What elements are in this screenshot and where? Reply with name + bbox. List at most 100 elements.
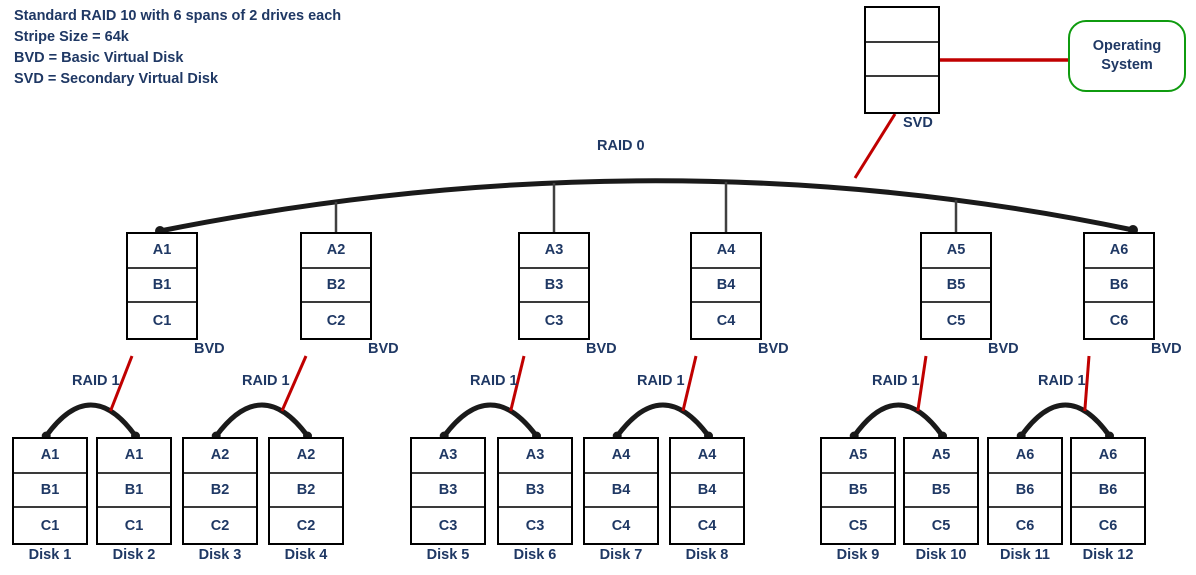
disk-box-4-cell-1: A2 bbox=[270, 439, 342, 474]
disk-label-11: Disk 11 bbox=[1000, 547, 1050, 563]
bvd-box-1-cell-1: A1 bbox=[128, 234, 196, 269]
disk-label-6: Disk 6 bbox=[513, 547, 557, 563]
bvd-box-6-cell-3: C6 bbox=[1085, 303, 1153, 339]
bvd-box-6-cell-2: B6 bbox=[1085, 268, 1153, 304]
disk-box-1-cell-2: B1 bbox=[14, 473, 86, 509]
bvd-to-raid1-link-4 bbox=[681, 355, 698, 412]
disk-box-3-cell-2: B2 bbox=[184, 473, 256, 509]
disk-label-10: Disk 10 bbox=[915, 547, 967, 563]
bvd-box-2-cell-3: C2 bbox=[302, 303, 370, 339]
disk-box-2-cell-1: A1 bbox=[98, 439, 170, 474]
raid0-label: RAID 0 bbox=[597, 138, 645, 154]
legend-line-4: SVD = Secondary Virtual Disk bbox=[14, 71, 219, 87]
bvd-label-1: BVD bbox=[194, 341, 225, 357]
svd-box[interactable] bbox=[864, 6, 940, 114]
disk-box-9-cell-3: C5 bbox=[822, 508, 894, 544]
bvd-box-4-cell-3: C4 bbox=[692, 303, 760, 339]
raid1-arc-3 bbox=[441, 402, 540, 439]
legend-line-1: Standard RAID 10 with 6 spans of 2 drive… bbox=[14, 8, 342, 24]
bvd-box-4-cell-2: B4 bbox=[692, 268, 760, 304]
disk-box-2-cell-2: B1 bbox=[98, 473, 170, 509]
disk-box-8-cell-3: C4 bbox=[671, 508, 743, 544]
raid1-label-6: RAID 1 bbox=[1038, 373, 1086, 389]
disk-label-4: Disk 4 bbox=[284, 547, 328, 563]
legend-line-3: BVD = Basic Virtual Disk bbox=[14, 50, 184, 66]
bvd-label-4: BVD bbox=[758, 341, 789, 357]
bvd-label-5: BVD bbox=[988, 341, 1019, 357]
disk-box-10-cell-1: A5 bbox=[905, 439, 977, 474]
bvd-label-3: BVD bbox=[586, 341, 617, 357]
raid1-label-2: RAID 1 bbox=[242, 373, 290, 389]
legend-block: Standard RAID 10 with 6 spans of 2 drive… bbox=[14, 6, 341, 90]
disk-box-4-cell-3: C2 bbox=[270, 508, 342, 544]
svd-label: SVD bbox=[903, 115, 933, 131]
disk-box-11-cell-2: B6 bbox=[989, 473, 1061, 509]
disk-box-3-cell-3: C2 bbox=[184, 508, 256, 544]
disk-label-3: Disk 3 bbox=[198, 547, 242, 563]
bvd-box-3-cell-1: A3 bbox=[520, 234, 588, 269]
bvd-box-5-cell-2: B5 bbox=[922, 268, 990, 304]
disk-label-1: Disk 1 bbox=[28, 547, 72, 563]
bvd-box-2-cell-1: A2 bbox=[302, 234, 370, 269]
bvd-box-1-cell-2: B1 bbox=[128, 268, 196, 304]
disk-box-5-cell-3: C3 bbox=[412, 508, 484, 544]
bvd-box-1-cell-3: C1 bbox=[128, 303, 196, 339]
raid1-arc-1 bbox=[43, 402, 139, 439]
disk-label-5: Disk 5 bbox=[426, 547, 470, 563]
disk-box-2-cell-3: C1 bbox=[98, 508, 170, 544]
svd-cell-3 bbox=[866, 77, 938, 113]
os-label-line-2: System bbox=[1101, 57, 1153, 73]
raid1-label-5: RAID 1 bbox=[872, 373, 920, 389]
operating-system-node[interactable]: Operating System bbox=[1068, 20, 1186, 92]
svd-cell-1 bbox=[866, 8, 938, 43]
os-label-line-1: Operating bbox=[1092, 38, 1162, 54]
disk-label-7: Disk 7 bbox=[599, 547, 643, 563]
bvd-label-6: BVD bbox=[1151, 341, 1182, 357]
raid1-arc-2 bbox=[213, 402, 311, 439]
legend-line-2: Stripe Size = 64k bbox=[14, 29, 129, 45]
disk-box-8-cell-2: B4 bbox=[671, 473, 743, 509]
disk-box-12-cell-1: A6 bbox=[1072, 439, 1144, 474]
bvd-box-5-cell-1: A5 bbox=[922, 234, 990, 269]
raid1-arc-6 bbox=[1018, 402, 1113, 439]
bvd-box-6-cell-1: A6 bbox=[1085, 234, 1153, 269]
disk-box-5-cell-2: B3 bbox=[412, 473, 484, 509]
bvd-box-5-cell-3: C5 bbox=[922, 303, 990, 339]
disk-box-11-cell-3: C6 bbox=[989, 508, 1061, 544]
disk-box-9-cell-2: B5 bbox=[822, 473, 894, 509]
bvd-box-3-cell-2: B3 bbox=[520, 268, 588, 304]
disk-label-8: Disk 8 bbox=[685, 547, 729, 563]
disk-box-5-cell-1: A3 bbox=[412, 439, 484, 474]
disk-box-7-cell-3: C4 bbox=[585, 508, 657, 544]
raid1-label-4: RAID 1 bbox=[637, 373, 685, 389]
bvd-box-3-cell-3: C3 bbox=[520, 303, 588, 339]
disk-box-9-cell-1: A5 bbox=[822, 439, 894, 474]
disk-box-7-cell-1: A4 bbox=[585, 439, 657, 474]
disk-box-10-cell-2: B5 bbox=[905, 473, 977, 509]
disk-box-1-cell-3: C1 bbox=[14, 508, 86, 544]
disk-label-9: Disk 9 bbox=[836, 547, 880, 563]
disk-box-1-cell-1: A1 bbox=[14, 439, 86, 474]
disk-box-12-cell-3: C6 bbox=[1072, 508, 1144, 544]
disk-box-11-cell-1: A6 bbox=[989, 439, 1061, 474]
disk-box-8-cell-1: A4 bbox=[671, 439, 743, 474]
